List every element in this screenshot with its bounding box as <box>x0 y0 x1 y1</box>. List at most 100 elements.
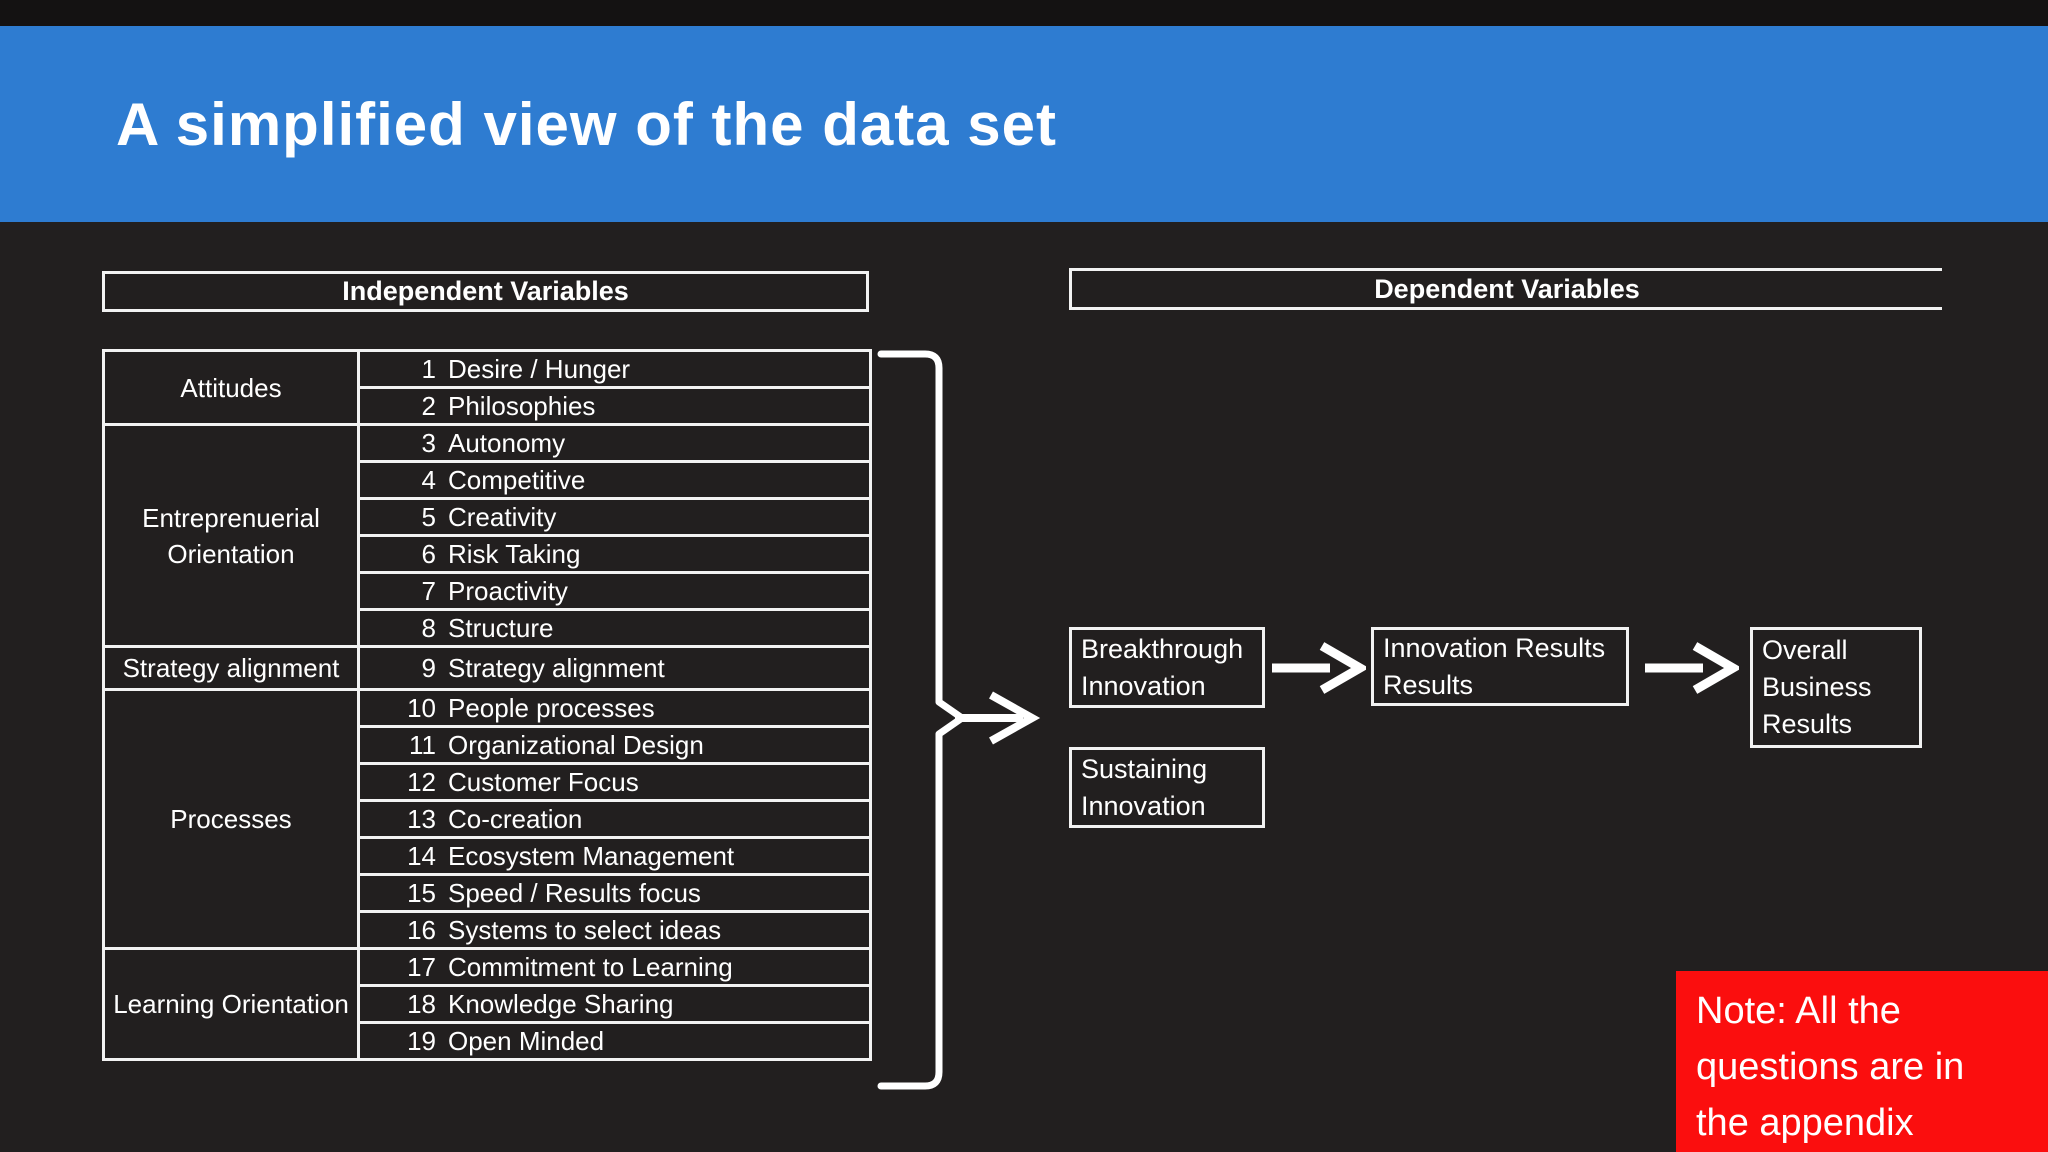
variable-label: Commitment to Learning <box>448 951 733 982</box>
table-row: 12 Customer Focus <box>104 762 872 802</box>
variable-number: 16 <box>407 914 436 945</box>
variable-cell: 5 Creativity <box>357 497 872 537</box>
variable-number: 9 <box>421 652 436 683</box>
variable-cell: 9 Strategy alignment <box>357 645 872 691</box>
variable-cell: 8 Structure <box>357 608 872 648</box>
variable-number: 19 <box>407 1025 436 1056</box>
table-row: 19 Open Minded <box>104 1021 872 1061</box>
table-row: 18 Knowledge Sharing <box>104 984 872 1024</box>
variable-label: Desire / Hunger <box>448 353 631 384</box>
top-letterbox-strip <box>0 0 2048 26</box>
table-row: Strategy alignment 9 Strategy alignment <box>102 645 872 691</box>
flow-arrow-icon <box>1272 642 1366 694</box>
category-cell: Learning Orientation <box>102 947 360 1061</box>
variable-label: Risk Taking <box>448 538 581 569</box>
variable-cell: 15 Speed / Results focus <box>357 873 872 913</box>
variable-cell: 4 Competitive <box>357 460 872 500</box>
variable-label: Systems to select ideas <box>448 914 722 945</box>
variable-number: 13 <box>407 803 436 834</box>
table-row: 5 Creativity <box>104 497 872 537</box>
overall-business-results-box: Overall Business Results <box>1750 627 1922 748</box>
box-line: Business <box>1762 672 1872 702</box>
variable-number: 1 <box>421 353 436 384</box>
independent-variables-header: Independent Variables <box>102 271 869 312</box>
box-line: Breakthrough <box>1081 633 1244 664</box>
variable-cell: 6 Risk Taking <box>357 534 872 574</box>
variable-number: 8 <box>421 612 436 643</box>
page-title: A simplified view of the data set <box>116 90 1057 158</box>
variable-number: 3 <box>421 427 436 458</box>
variable-label: Knowledge Sharing <box>448 988 674 1019</box>
variable-cell: 1 Desire / Hunger <box>357 349 872 389</box>
box-line: Innovation <box>1081 670 1206 701</box>
box-line: Innovation <box>1081 790 1206 821</box>
variable-label: Ecosystem Management <box>448 840 735 871</box>
variable-cell: 11 Organizational Design <box>357 725 872 765</box>
variable-cell: 14 Ecosystem Management <box>357 836 872 876</box>
variable-number: 4 <box>421 464 436 495</box>
innovation-results-box: Innovation Results Results <box>1371 627 1629 706</box>
variable-label: Speed / Results focus <box>448 877 701 908</box>
variable-label: Proactivity <box>448 575 568 606</box>
table-row: 4 Competitive <box>104 460 872 500</box>
variable-label: Open Minded <box>448 1025 605 1056</box>
variable-cell: 3 Autonomy <box>357 423 872 463</box>
box-line: Results <box>1762 709 1853 739</box>
variable-label: Structure <box>448 612 554 643</box>
table-row: 14 Ecosystem Management <box>104 836 872 876</box>
box-line: Sustaining <box>1081 753 1208 784</box>
variable-label: Competitive <box>448 464 586 495</box>
variable-cell: 2 Philosophies <box>357 386 872 426</box>
table-row: 7 Proactivity <box>104 571 872 611</box>
variable-cell: 19 Open Minded <box>357 1021 872 1061</box>
variable-label: Creativity <box>448 501 557 532</box>
category-cell: Attitudes <box>102 349 360 426</box>
variable-number: 6 <box>421 538 436 569</box>
table-row: 6 Risk Taking <box>104 534 872 574</box>
variable-number: 14 <box>407 840 436 871</box>
variable-number: 5 <box>421 501 436 532</box>
variable-label: People processes <box>448 692 655 723</box>
variable-number: 7 <box>421 575 436 606</box>
variable-cell: 17 Commitment to Learning <box>357 947 872 987</box>
box-line: Results <box>1383 669 1474 700</box>
variable-label: Co-creation <box>448 803 583 834</box>
table-row: 16 Systems to select ideas <box>104 910 872 950</box>
table-row: Attitudes 1 Desire / Hunger <box>102 349 872 426</box>
table-row: Learning Orientation 17 Commitment to Lear… <box>102 947 872 1061</box>
box-line: Overall <box>1762 635 1848 665</box>
variable-number: 15 <box>407 877 436 908</box>
variable-number: 18 <box>407 988 436 1019</box>
variable-number: 12 <box>407 766 436 797</box>
variable-cell: 18 Knowledge Sharing <box>357 984 872 1024</box>
breakthrough-innovation-box: Breakthrough Innovation <box>1069 627 1265 708</box>
flow-arrow-icon <box>1645 642 1739 694</box>
box-line: Innovation Results <box>1383 632 1606 663</box>
variable-label: Autonomy <box>448 427 566 458</box>
category-cell: Processes <box>102 688 360 950</box>
variable-label: Strategy alignment <box>448 652 665 683</box>
category-cell: Strategy alignment <box>102 645 360 691</box>
variable-label: Philosophies <box>448 390 596 421</box>
sustaining-innovation-box: Sustaining Innovation <box>1069 747 1265 828</box>
table-row: 13 Co-creation <box>104 799 872 839</box>
table-row: 2 Philosophies <box>104 386 872 426</box>
table-row: 8 Structure <box>104 608 872 648</box>
variable-cell: 12 Customer Focus <box>357 762 872 802</box>
title-banner: A simplified view of the data set <box>0 26 2048 222</box>
variable-cell: 7 Proactivity <box>357 571 872 611</box>
table-row: 11 Organizational Design <box>104 725 872 765</box>
variable-label: Organizational Design <box>448 729 704 760</box>
variable-label: Customer Focus <box>448 766 639 797</box>
variable-number: 2 <box>421 390 436 421</box>
dependent-variables-header: Dependent Variables <box>1069 268 1942 310</box>
category-cell: Entreprenuerial Orientation <box>102 423 360 648</box>
grouping-brace-icon <box>877 350 1041 1090</box>
variable-cell: 16 Systems to select ideas <box>357 910 872 950</box>
table-row: 15 Speed / Results focus <box>104 873 872 913</box>
variable-number: 17 <box>407 951 436 982</box>
variable-number: 11 <box>409 729 436 760</box>
